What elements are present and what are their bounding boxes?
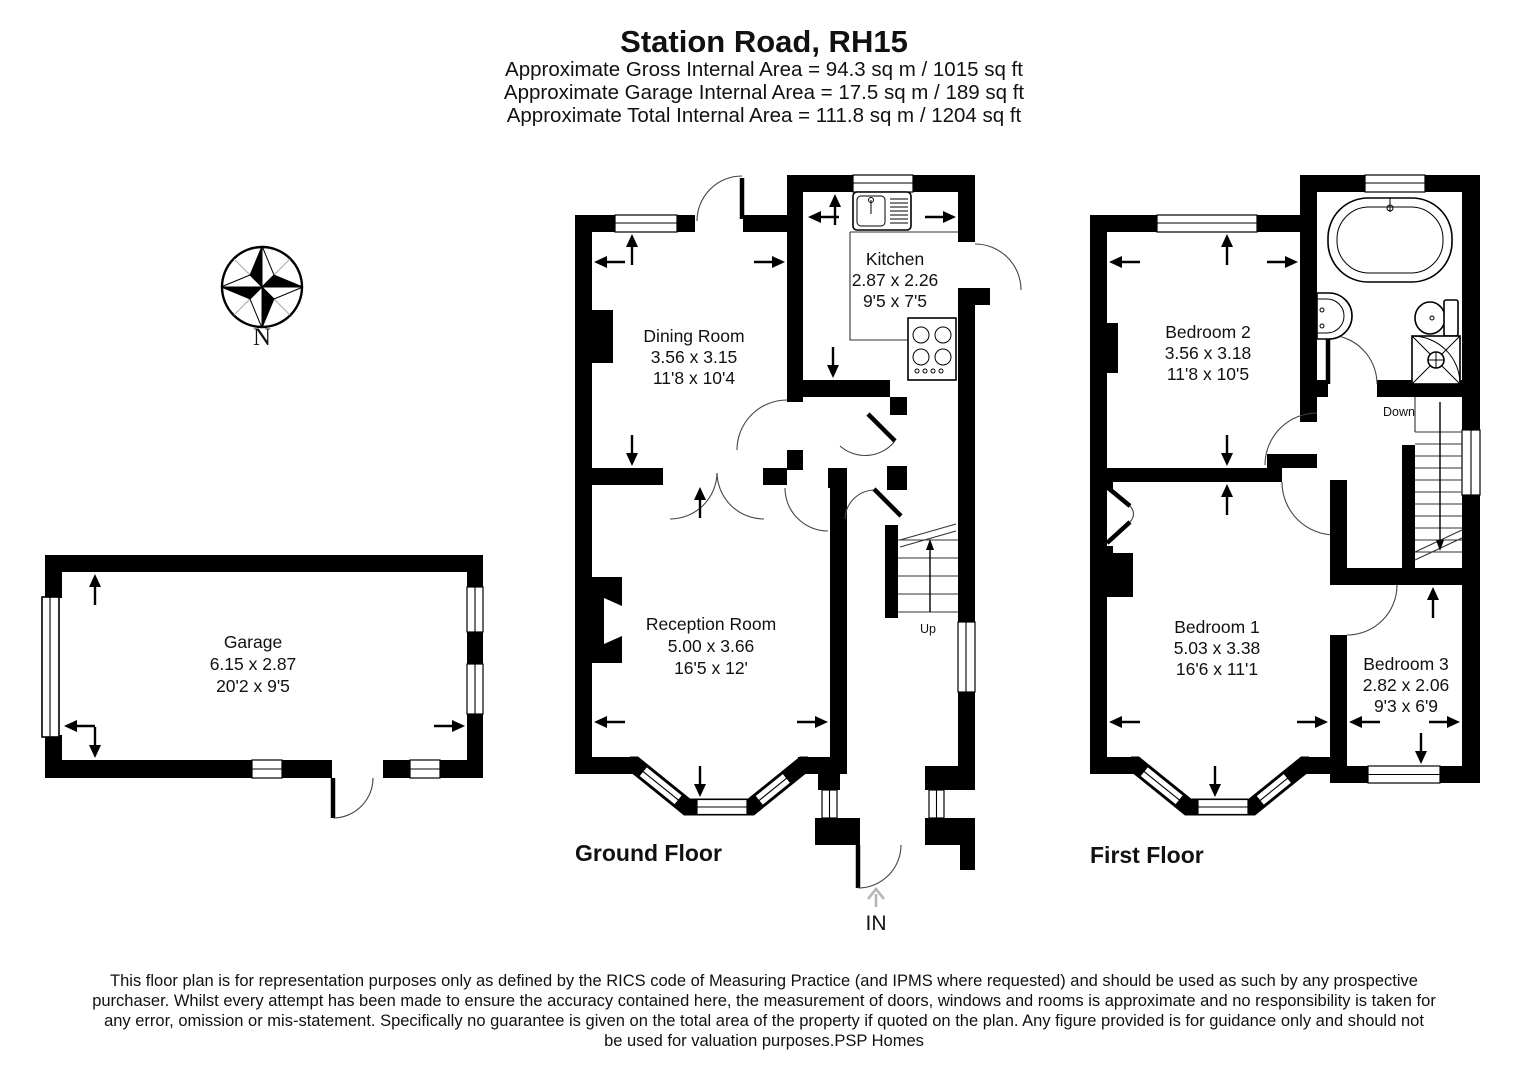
hall-door-leaf <box>866 412 897 443</box>
room-name: Garage <box>224 632 282 652</box>
room-name: Reception Room <box>646 614 776 634</box>
room-size-imperial: 16'6 x 11'1 <box>1176 659 1258 679</box>
total-area-line: Approximate Total Internal Area = 111.8 … <box>507 104 1022 127</box>
room-name: Bedroom 3 <box>1363 654 1449 674</box>
dining-door-arc <box>696 175 743 222</box>
stairs-down: Down <box>1383 397 1463 568</box>
room-size-metric: 3.56 x 3.18 <box>1165 343 1252 363</box>
bath-icon <box>1327 197 1453 283</box>
bedroom1-label: Bedroom 1 5.03 x 3.38 16'6 x 11'1 <box>1174 617 1261 679</box>
room-size-imperial: 16'5 x 12' <box>674 658 748 678</box>
hall-reception-door-arc <box>784 487 829 532</box>
room-size-metric: 3.56 x 3.15 <box>651 347 738 367</box>
stairs-down-label: Down <box>1383 405 1415 419</box>
reception-room-label: Reception Room 5.00 x 3.66 16'5 x 12' <box>646 614 776 678</box>
shower-icon <box>1411 335 1461 385</box>
hob-icon <box>907 317 957 381</box>
kitchen-counter <box>849 231 958 341</box>
bedroom1-door-arc <box>1281 481 1336 536</box>
entrance-label: IN <box>866 912 887 935</box>
ground-floor-label: Ground Floor <box>575 840 722 866</box>
room-size-imperial: 11'8 x 10'4 <box>653 368 736 388</box>
title-block: Station Road, RH15 Approximate Gross Int… <box>504 24 1025 127</box>
entry-arrow <box>866 886 886 907</box>
kitchen-label: Kitchen 2.87 x 2.26 9'5 x 7'5 <box>852 249 939 311</box>
room-name: Bedroom 1 <box>1174 617 1260 637</box>
hall-door-leaf <box>872 487 903 518</box>
sink-icon <box>852 191 912 231</box>
stairs-up: Up <box>885 523 958 636</box>
garage-area-line: Approximate Garage Internal Area = 17.5 … <box>504 81 1025 104</box>
page-title: Station Road, RH15 <box>620 24 908 59</box>
double-door-arc-right <box>716 472 765 520</box>
entrance-porch <box>815 760 975 889</box>
dining-room-label: Dining Room 3.56 x 3.15 11'8 x 10'4 <box>643 326 744 388</box>
bathroom-door-arc <box>1327 334 1378 385</box>
kitchen-back-door-arc <box>974 243 1022 291</box>
garage-label: Garage 6.15 x 2.87 20'2 x 9'5 <box>210 632 297 696</box>
compass-rose: N <box>220 245 304 351</box>
room-size-imperial: 11'8 x 10'5 <box>1167 364 1249 384</box>
disclaimer: This floor plan is for representation pu… <box>92 972 1436 1050</box>
double-door-arc-left <box>669 472 718 520</box>
disclaimer-line: be used for valuation purposes.PSP Homes <box>604 1032 924 1050</box>
room-size-metric: 2.87 x 2.26 <box>852 270 939 290</box>
basin-icon <box>1316 292 1353 340</box>
bedroom3-label: Bedroom 3 2.82 x 2.06 9'3 x 6'9 <box>1363 654 1450 716</box>
room-size-metric: 6.15 x 2.87 <box>210 654 297 674</box>
first-floor-label: First Floor <box>1090 842 1204 868</box>
disclaimer-line: This floor plan is for representation pu… <box>110 972 1418 990</box>
toilet-icon <box>1414 299 1459 337</box>
disclaimer-line: purchaser. Whilst every attempt has been… <box>92 992 1436 1010</box>
bedroom2-label: Bedroom 2 3.56 x 3.18 11'8 x 10'5 <box>1165 322 1252 384</box>
room-size-imperial: 20'2 x 9'5 <box>216 676 290 696</box>
garage-rear-door-arc <box>332 777 374 819</box>
gross-area-line: Approximate Gross Internal Area = 94.3 s… <box>505 58 1023 81</box>
compass-north-label: N <box>253 324 271 351</box>
bedroom3-door-arc <box>1346 584 1398 636</box>
bedroom1-closet <box>1103 482 1135 554</box>
room-size-imperial: 9'3 x 6'9 <box>1374 696 1438 716</box>
bedroom1-bay-window <box>1130 756 1310 816</box>
room-name: Bedroom 2 <box>1165 322 1251 342</box>
room-size-metric: 2.82 x 2.06 <box>1363 675 1450 695</box>
reception-chimney <box>575 577 622 663</box>
room-size-metric: 5.03 x 3.38 <box>1174 638 1261 658</box>
dining-hall-door-arc <box>736 399 788 451</box>
front-door-arc <box>857 844 902 889</box>
ground-floor-plan: Up <box>575 174 1022 935</box>
stairs-up-label: Up <box>920 622 936 636</box>
room-name: Dining Room <box>643 326 744 346</box>
first-floor-plan: Down <box>1090 174 1481 868</box>
disclaimer-line: any error, omission or mis-statement. Sp… <box>104 1012 1424 1030</box>
room-size-metric: 5.00 x 3.66 <box>668 636 755 656</box>
room-name: Kitchen <box>866 249 924 269</box>
garage-plan: Garage 6.15 x 2.87 20'2 x 9'5 <box>41 555 484 819</box>
bedroom2-door-arc <box>1264 412 1318 466</box>
reception-bay-window <box>629 756 809 816</box>
room-size-imperial: 9'5 x 7'5 <box>863 291 927 311</box>
